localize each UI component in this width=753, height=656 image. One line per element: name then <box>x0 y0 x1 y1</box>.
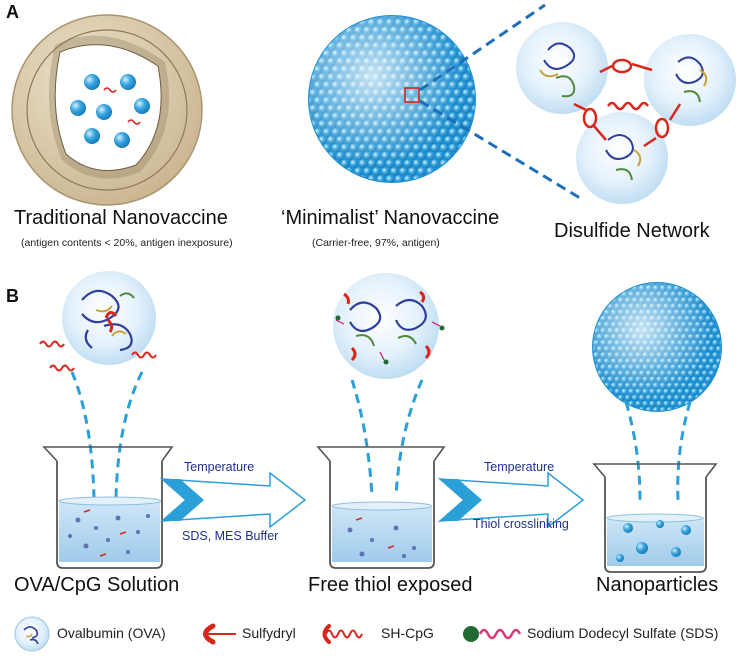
beaker-1 <box>42 446 174 569</box>
traditional-nanovaccine-title: Traditional Nanovaccine <box>14 207 228 229</box>
legend-ova-label: Ovalbumin (OVA) <box>57 625 166 641</box>
process-arrow-2 <box>437 471 585 529</box>
legend-sds-label: Sodium Dodecyl Sulfate (SDS) <box>527 625 719 641</box>
ova-protein-cluster <box>39 271 157 372</box>
panel-a-label: A <box>6 2 19 22</box>
minimalist-nanovaccine-note: (Carrier-free, 97%, antigen) <box>312 237 440 249</box>
legend-ova-icon <box>14 616 50 652</box>
arrow1-top-label: Temperature <box>184 460 255 474</box>
panel-b-label: B <box>6 286 19 306</box>
minimalist-nanovaccine-sphere <box>308 15 476 183</box>
disulfide-network <box>516 22 736 204</box>
arrow1-bottom-label: SDS, MES Buffer <box>182 529 279 543</box>
traditional-nanovaccine-sphere <box>11 14 203 206</box>
legend-shcpg-label: SH-CpG <box>381 625 434 641</box>
drop-lines <box>70 371 692 501</box>
nanoparticle-sphere <box>592 282 722 412</box>
minimalist-nanovaccine-title: ‘Minimalist’ Nanovaccine <box>281 207 500 229</box>
arrow2-top-label: Temperature <box>484 460 555 474</box>
beaker-2 <box>316 446 446 569</box>
process-arrow-1 <box>159 471 307 529</box>
legend-sulfydryl-icon <box>203 623 236 645</box>
legend-shcpg-icon <box>322 624 363 644</box>
zoom-lines <box>419 3 581 200</box>
arrow2-bottom-label: Thiol crosslinking <box>473 517 569 531</box>
traditional-nanovaccine-note: (antigen contents < 20%, antigen inexpos… <box>21 237 233 249</box>
disulfide-network-title: Disulfide Network <box>554 220 710 242</box>
antigen-beads <box>70 74 150 148</box>
beaker-3 <box>592 463 718 573</box>
unfolded-protein-cluster <box>333 273 445 379</box>
legend-sulfydryl-label: Sulfydryl <box>242 625 296 641</box>
stage3-label: Nanoparticles <box>596 574 719 596</box>
legend-sds-icon <box>463 626 522 642</box>
stage2-label: Free thiol exposed <box>308 574 473 596</box>
stage1-label: OVA/CpG Solution <box>14 574 180 596</box>
zoom-region-box <box>404 87 420 103</box>
